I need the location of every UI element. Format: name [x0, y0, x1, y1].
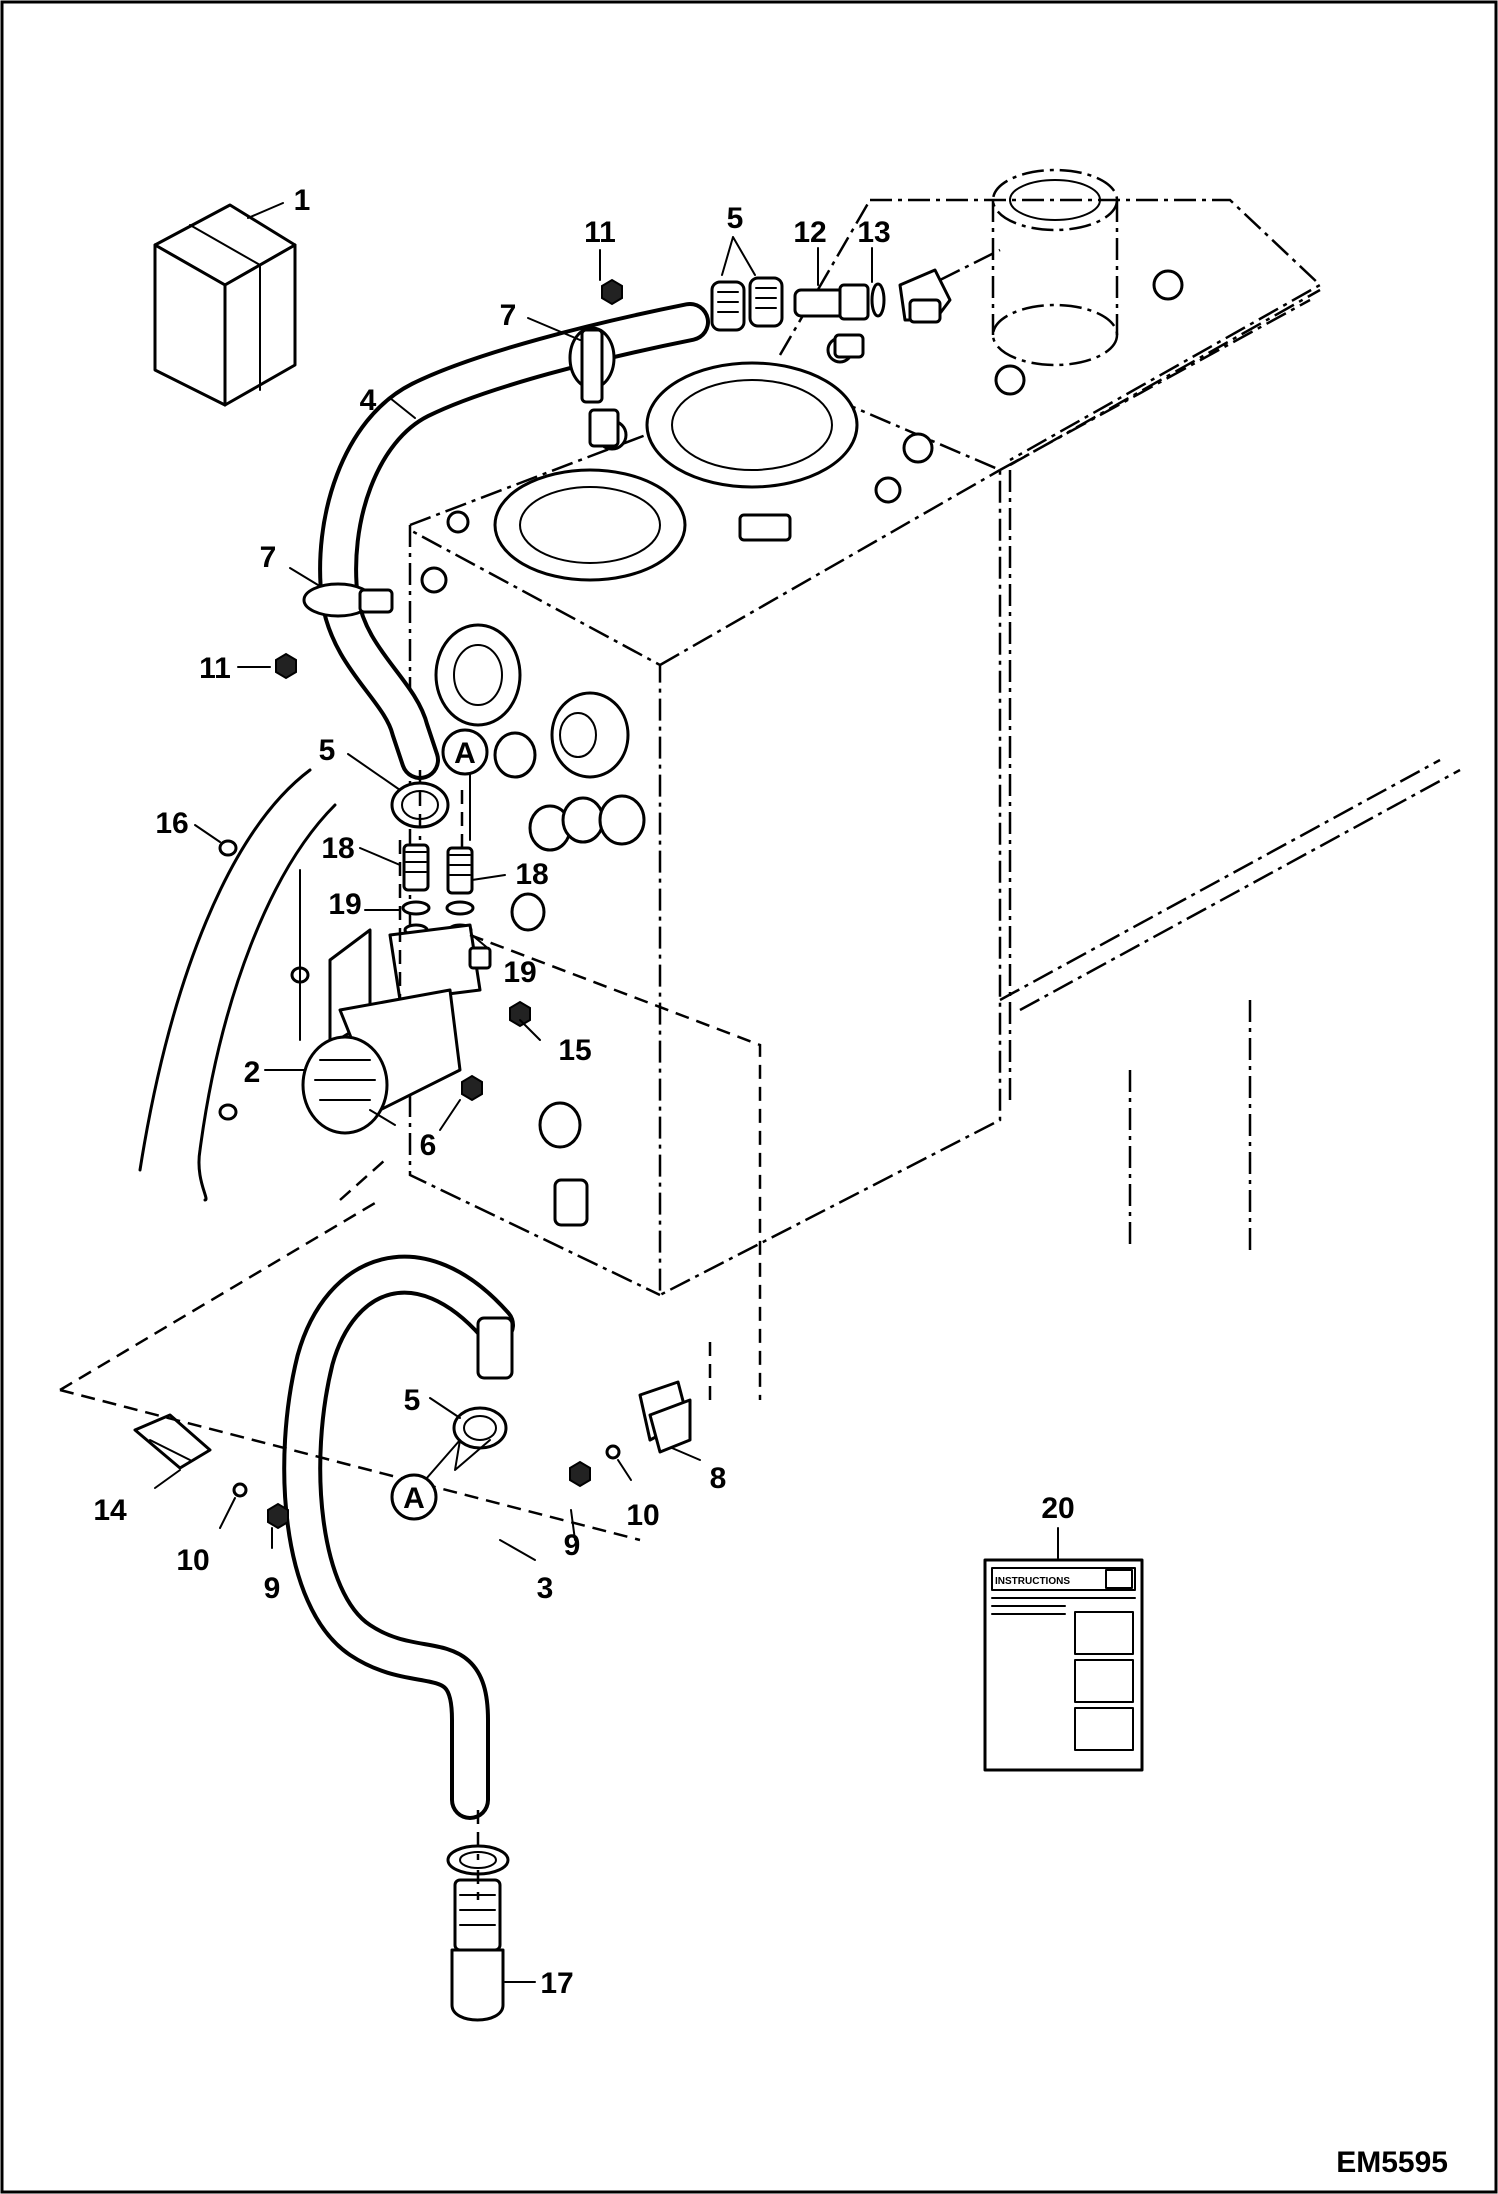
callout-2: 2: [244, 1056, 261, 1089]
item-14-bracket: [133, 1413, 289, 1530]
callout-15: 15: [558, 1034, 591, 1067]
callout-5-top: 5: [727, 202, 744, 235]
item-11-bolts: [275, 278, 623, 680]
callout-1: 1: [294, 184, 311, 217]
callout-19-left: 19: [328, 888, 361, 921]
callout-labels: 1 2 3 4 5 5 5 6 7 7 8 9 9 10 10 11 11 12…: [93, 184, 1074, 2000]
callout-19-right: 19: [503, 956, 536, 989]
callout-11-mid: 11: [199, 652, 231, 685]
item-4-hose: [318, 302, 710, 780]
item-5-top-clamps: [710, 276, 784, 332]
callout-7-mid: 7: [260, 541, 277, 574]
callout-18-right: 18: [515, 858, 548, 891]
callout-5-mid: 5: [319, 734, 336, 767]
callout-4: 4: [360, 384, 377, 417]
detail-marker-lower-label: A: [403, 1482, 425, 1515]
callout-3: 3: [537, 1572, 554, 1605]
callout-9-right: 9: [564, 1529, 581, 1562]
callout-17: 17: [540, 1967, 573, 2000]
callout-10-left: 10: [176, 1544, 209, 1577]
item-7-clamps: [302, 326, 620, 618]
callout-20: 20: [1041, 1492, 1074, 1525]
item-8-bracket: [569, 1380, 692, 1488]
leader-lines: [154, 202, 1059, 1983]
detail-marker-lower: A: [390, 1473, 438, 1521]
item-12-13-fittings: [793, 248, 1001, 359]
detail-marker-upper: A: [441, 728, 489, 776]
callout-7-top: 7: [500, 299, 517, 332]
item-20-instruction-sheet: INSTRUCTIONS: [983, 1558, 1144, 1772]
hydraulic-tank: [408, 198, 1461, 1298]
callout-12: 12: [793, 216, 826, 249]
callout-9-left: 9: [264, 1572, 281, 1605]
filler-neck: [991, 168, 1119, 367]
callout-6: 6: [420, 1129, 437, 1162]
dashed-connection-lines: [59, 770, 762, 1900]
item-2-filter: [301, 923, 492, 1135]
callout-16: 16: [155, 807, 188, 840]
callout-18-left: 18: [321, 832, 354, 865]
callout-5-lower: 5: [404, 1384, 421, 1417]
detail-marker-upper-label: A: [454, 737, 476, 770]
item-5-lower-clamp: [452, 1406, 508, 1450]
instruction-sheet-header: INSTRUCTIONS: [995, 1576, 1070, 1587]
tank-side-ports: [434, 623, 646, 1227]
callout-11-top: 11: [584, 216, 616, 249]
item-18-19-fittings: [401, 843, 475, 937]
callout-8: 8: [710, 1462, 727, 1495]
item-15-6-bolts: [461, 1000, 531, 1102]
callout-14: 14: [93, 1494, 127, 1527]
drawing-number: EM5595: [1336, 2146, 1448, 2179]
callout-13: 13: [857, 216, 890, 249]
item-1-box: [153, 203, 297, 407]
callout-10-right: 10: [626, 1499, 659, 1532]
item-16-washers: [138, 768, 337, 1202]
item-3-hose: [282, 1254, 515, 1820]
